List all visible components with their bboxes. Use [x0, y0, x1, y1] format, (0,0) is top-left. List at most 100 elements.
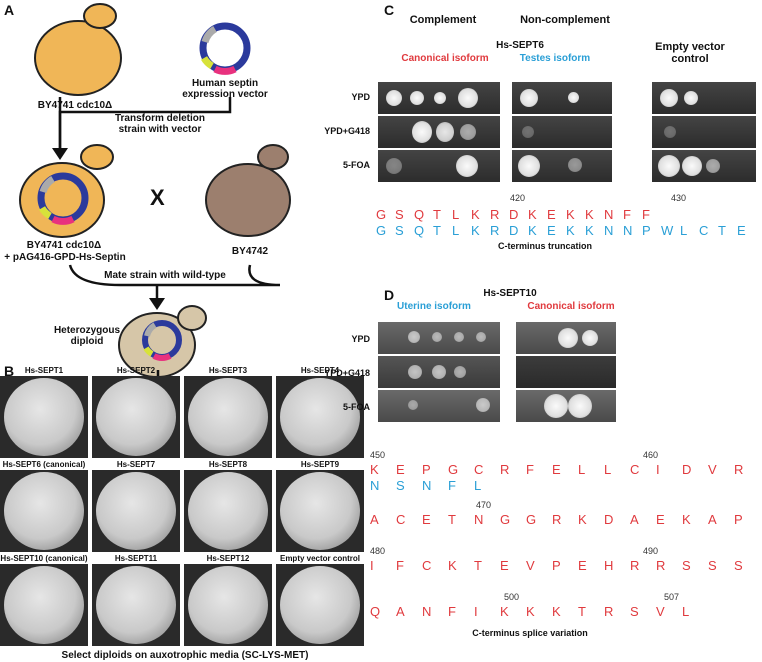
- row-label-ypd: YPD: [351, 92, 370, 102]
- spot-row: [652, 116, 756, 148]
- transformed-yeast-cell: [19, 144, 114, 238]
- residue-letter: N: [370, 478, 380, 493]
- row-label-ypd-g418: YPD+G418: [324, 368, 370, 378]
- residue-letter: R: [490, 207, 500, 222]
- residue-letter: R: [656, 558, 666, 573]
- residue-letter: P: [642, 223, 651, 238]
- residue-letter: P: [734, 512, 743, 527]
- pos-507: 507: [664, 592, 680, 602]
- vector-label: Human septin expression vector: [182, 78, 268, 100]
- residue-letter: V: [656, 604, 665, 619]
- residue-letter: G: [376, 223, 387, 238]
- residue-letter: N: [623, 223, 633, 238]
- residue-letter: K: [585, 207, 594, 222]
- residue-letter: Q: [370, 604, 381, 619]
- panel-a-label: A: [4, 2, 15, 18]
- plate-image: [92, 564, 180, 646]
- diploid-label: Heterozygous diploid: [53, 325, 121, 347]
- plate-image: [184, 470, 272, 552]
- residue-letter: W: [661, 223, 674, 238]
- spot-row: [378, 82, 500, 114]
- residue-letter: I: [474, 604, 478, 619]
- residue-letter: K: [566, 207, 575, 222]
- plate-title-4: Hs-SEPT4: [300, 366, 340, 375]
- spot-row: [652, 150, 756, 182]
- residue-letter: A: [370, 512, 379, 527]
- residue-letter: F: [623, 207, 631, 222]
- spot-row: [378, 150, 500, 182]
- residue-letter: K: [471, 223, 480, 238]
- residue-letter: L: [578, 462, 586, 477]
- residue-letter: P: [552, 558, 561, 573]
- mutant-yeast-cell: [34, 3, 122, 96]
- residue-letter: E: [578, 558, 587, 573]
- residue-letter: K: [500, 604, 509, 619]
- residue-letter: K: [526, 604, 535, 619]
- spot-row: [652, 82, 756, 114]
- residue-letter: V: [526, 558, 535, 573]
- spot-row: [516, 390, 616, 422]
- residue-letter: G: [448, 462, 459, 477]
- residue-letter: K: [471, 207, 480, 222]
- strain2-label-line1: BY4741 cdc10Δ: [26, 240, 102, 251]
- spot-row: [512, 116, 612, 148]
- row-label-5foa: 5-FOA: [343, 402, 370, 412]
- residue-letter: C: [630, 462, 640, 477]
- pos-430: 430: [671, 193, 687, 203]
- residue-letter: G: [526, 512, 537, 527]
- sept6-gene-label: Hs-SEPT6: [496, 40, 544, 51]
- residue-letter: D: [509, 207, 519, 222]
- residue-letter: L: [604, 462, 612, 477]
- spot-row: [512, 150, 612, 182]
- residue-letter: L: [474, 478, 482, 493]
- residue-letter: S: [682, 558, 691, 573]
- residue-letter: A: [396, 604, 405, 619]
- residue-letter: R: [630, 558, 640, 573]
- residue-letter: R: [490, 223, 500, 238]
- residue-letter: L: [452, 207, 460, 222]
- canonical-isoform-label: Canonical isoform: [401, 53, 489, 64]
- spot-row: [378, 116, 500, 148]
- residue-letter: G: [376, 207, 387, 222]
- wildtype-label: BY4742: [231, 246, 269, 257]
- pos-470: 470: [476, 500, 492, 510]
- plate-image: [276, 376, 364, 458]
- spot-row: [378, 322, 500, 354]
- pos-500: 500: [504, 592, 520, 602]
- plate-image: [92, 376, 180, 458]
- residue-letter: S: [630, 604, 639, 619]
- empty-vector-label: Empty vector control: [655, 41, 725, 65]
- row-label-ypd: YPD: [351, 334, 370, 344]
- plate-title-12: Empty vector control: [279, 554, 360, 563]
- plate-image: [184, 376, 272, 458]
- residue-letter: K: [528, 207, 537, 222]
- noncomplement-heading: Non-complement: [520, 14, 610, 26]
- plate-title-8: Hs-SEPT9: [300, 460, 340, 469]
- panel-d-caption: C-terminus splice variation: [472, 628, 588, 638]
- residue-letter: P: [422, 462, 431, 477]
- spot-row: [516, 322, 616, 354]
- residue-letter: F: [448, 478, 456, 493]
- strain1-label: BY4741 cdc10Δ: [37, 100, 113, 111]
- residue-letter: S: [734, 558, 743, 573]
- residue-letter: C: [699, 223, 709, 238]
- plate-title-9: Hs-SEPT10 (canonical): [0, 554, 88, 563]
- residue-letter: L: [682, 604, 690, 619]
- row-label-ypd-g418: YPD+G418: [324, 126, 370, 136]
- canonical-isoform-d-label: Canonical isoform: [527, 301, 615, 312]
- residue-letter: F: [448, 604, 456, 619]
- residue-letter: R: [604, 604, 614, 619]
- pos-490: 490: [643, 546, 659, 556]
- residue-letter: D: [604, 512, 614, 527]
- plate-image: [276, 564, 364, 646]
- residue-letter: E: [552, 462, 561, 477]
- residue-letter: K: [585, 223, 594, 238]
- residue-letter: R: [552, 512, 562, 527]
- residue-letter: H: [604, 558, 614, 573]
- residue-letter: Q: [414, 207, 425, 222]
- residue-letter: D: [509, 223, 519, 238]
- residue-letter: N: [604, 207, 614, 222]
- residue-letter: A: [708, 512, 717, 527]
